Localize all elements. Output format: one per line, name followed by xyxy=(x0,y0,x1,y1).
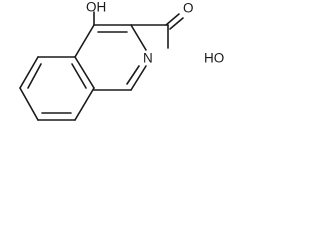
ring-nitrogen-label: N xyxy=(143,51,153,66)
double-bond-c8a-c4a-inner xyxy=(71,63,87,89)
carboxyl-hydroxyl-label: HO xyxy=(204,51,224,66)
bond-c8-c8a xyxy=(74,87,95,121)
double-bond-n2-c1-inner xyxy=(126,65,140,85)
pyridine-ring xyxy=(74,24,147,91)
double-bond-carbonyl-a xyxy=(165,13,180,26)
double-bond-c5-c6-inner xyxy=(27,63,42,89)
bond-n2-c1 xyxy=(130,65,147,91)
carbonyl-oxygen-label: O xyxy=(183,1,194,16)
hydroxyl-label: OH xyxy=(86,0,106,15)
bond-c5-c6 xyxy=(19,56,39,89)
bond-c3-n2 xyxy=(130,24,147,51)
carboxylic-acid-group xyxy=(130,13,184,49)
benzene-ring xyxy=(19,56,95,121)
double-bond-carbonyl-b xyxy=(169,17,184,30)
bond-c8a-c4a xyxy=(74,56,95,89)
bond-c6-c7 xyxy=(19,87,39,121)
bond-c4a-c4 xyxy=(74,24,95,58)
isoquinoline-carboxylic-acid-structure: OH O HO N xyxy=(19,0,224,121)
